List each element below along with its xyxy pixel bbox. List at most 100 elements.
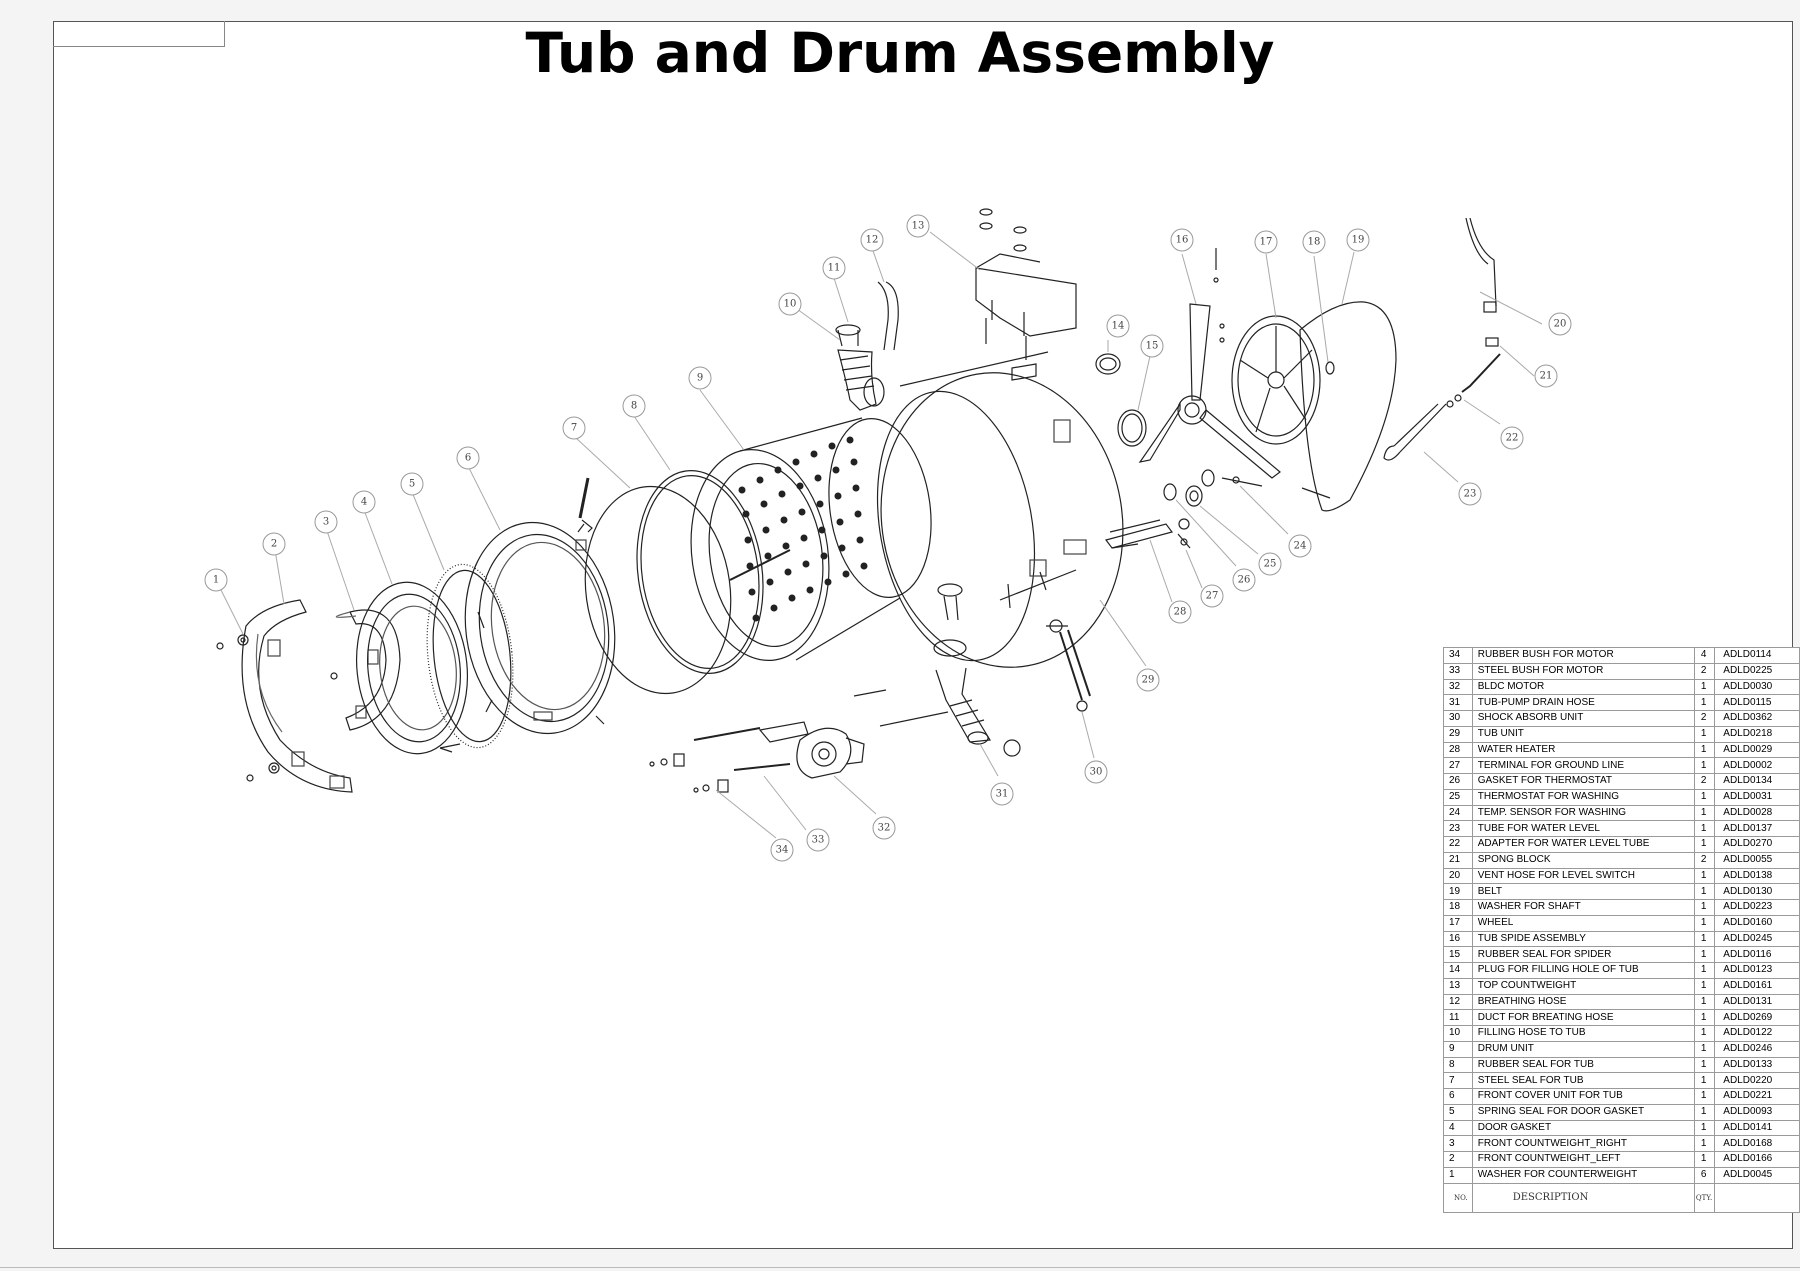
cell-no: 17 bbox=[1443, 914, 1473, 932]
cell-no: 33 bbox=[1443, 662, 1473, 680]
cell-description: THERMOSTAT FOR WASHING bbox=[1471, 788, 1695, 806]
cell-code: ADLD0002 bbox=[1714, 757, 1800, 774]
cell-description: TUBE FOR WATER LEVEL bbox=[1471, 820, 1695, 837]
cell-description: BELT bbox=[1471, 883, 1695, 900]
cell-no: 25 bbox=[1443, 788, 1473, 806]
callout-1: 1 bbox=[204, 568, 228, 592]
cell-description: TEMP. SENSOR FOR WASHING bbox=[1471, 804, 1695, 822]
header-code bbox=[1714, 1182, 1800, 1213]
cell-description: PLUG FOR FILLING HOLE OF TUB bbox=[1471, 962, 1695, 979]
cell-code: ADLD0168 bbox=[1714, 1135, 1800, 1152]
part-top-countweight bbox=[975, 208, 1077, 360]
cell-qty: 1 bbox=[1693, 741, 1716, 759]
part-tub-spider bbox=[1138, 248, 1281, 479]
callout-26: 26 bbox=[1232, 568, 1256, 592]
part-level-adapter bbox=[1446, 353, 1501, 408]
svg-text:9: 9 bbox=[697, 373, 703, 384]
part-level-tube bbox=[1383, 403, 1447, 461]
cell-description: WASHER FOR COUNTERWEIGHT bbox=[1471, 1166, 1695, 1184]
callout-5: 5 bbox=[400, 472, 424, 496]
part-front-countweight-right bbox=[330, 609, 401, 731]
svg-text:27: 27 bbox=[1206, 591, 1219, 602]
cell-no: 2 bbox=[1443, 1151, 1473, 1168]
part-front-cover bbox=[464, 521, 616, 735]
part-plug-filling-hole bbox=[1095, 353, 1121, 375]
svg-text:7: 7 bbox=[571, 423, 577, 434]
cell-description: BREATHING HOSE bbox=[1471, 993, 1695, 1011]
svg-text:34: 34 bbox=[776, 845, 789, 856]
callout-13: 13 bbox=[906, 214, 930, 238]
cell-qty: 1 bbox=[1693, 962, 1716, 979]
cell-code: ADLD0221 bbox=[1714, 1088, 1800, 1105]
cell-qty: 1 bbox=[1693, 1088, 1716, 1105]
cell-no: 10 bbox=[1443, 1025, 1473, 1042]
cell-qty: 1 bbox=[1693, 757, 1716, 774]
cell-code: ADLD0028 bbox=[1714, 804, 1800, 822]
part-rubber-seal-spider bbox=[1117, 409, 1147, 447]
svg-text:13: 13 bbox=[912, 221, 925, 232]
cell-qty: 1 bbox=[1693, 977, 1716, 995]
cell-description: SPRING SEAL FOR DOOR GASKET bbox=[1471, 1103, 1695, 1121]
callout-15: 15 bbox=[1140, 334, 1164, 358]
part-thermostat bbox=[1185, 485, 1203, 507]
svg-text:6: 6 bbox=[465, 453, 471, 464]
part-water-heater bbox=[1104, 518, 1190, 549]
cell-code: ADLD0133 bbox=[1714, 1056, 1800, 1074]
part-steel-bush bbox=[693, 727, 791, 771]
title-block-corner bbox=[53, 21, 225, 47]
svg-text:33: 33 bbox=[812, 835, 825, 846]
callout-10: 10 bbox=[778, 292, 802, 316]
cell-no: 3 bbox=[1443, 1135, 1473, 1152]
svg-text:28: 28 bbox=[1174, 607, 1187, 618]
cell-description: TERMINAL FOR GROUND LINE bbox=[1471, 757, 1695, 774]
cell-qty: 1 bbox=[1693, 1135, 1716, 1152]
cell-code: ADLD0141 bbox=[1714, 1119, 1800, 1137]
cell-description: WASHER FOR SHAFT bbox=[1471, 899, 1695, 916]
cell-qty: 1 bbox=[1693, 820, 1716, 837]
svg-text:3: 3 bbox=[323, 517, 329, 528]
cell-code: ADLD0123 bbox=[1714, 962, 1800, 979]
cell-qty: 1 bbox=[1693, 1009, 1716, 1026]
cell-no: 6 bbox=[1443, 1088, 1473, 1105]
cell-code: ADLD0362 bbox=[1714, 710, 1800, 727]
svg-text:2: 2 bbox=[271, 539, 277, 550]
cell-qty: 1 bbox=[1693, 930, 1716, 948]
callout-2: 2 bbox=[262, 532, 286, 556]
cell-description: ADAPTER FOR WATER LEVEL TUBE bbox=[1471, 836, 1695, 853]
cell-no: 14 bbox=[1443, 962, 1473, 979]
cell-qty: 1 bbox=[1693, 788, 1716, 806]
callout-21: 21 bbox=[1534, 364, 1558, 388]
cell-code: ADLD0138 bbox=[1714, 867, 1800, 885]
callout-28: 28 bbox=[1168, 600, 1192, 624]
part-tub-unit bbox=[876, 351, 1124, 668]
part-filling-hose bbox=[837, 349, 885, 411]
part-thermostat-gasket bbox=[1163, 483, 1177, 501]
cell-description: STEEL BUSH FOR MOTOR bbox=[1471, 662, 1695, 680]
cell-no: 22 bbox=[1443, 836, 1473, 853]
cell-no: 30 bbox=[1443, 710, 1473, 727]
callout-33: 33 bbox=[806, 828, 830, 852]
part-front-countweight-left bbox=[241, 599, 353, 793]
cell-qty: 1 bbox=[1693, 678, 1716, 696]
cell-description: WATER HEATER bbox=[1471, 741, 1695, 759]
cell-qty: 6 bbox=[1693, 1166, 1716, 1184]
cell-qty: 1 bbox=[1693, 836, 1716, 853]
svg-text:17: 17 bbox=[1260, 237, 1273, 248]
part-wheel bbox=[1231, 315, 1321, 445]
cell-no: 11 bbox=[1443, 1009, 1473, 1026]
callout-16: 16 bbox=[1170, 228, 1194, 252]
cell-code: ADLD0122 bbox=[1714, 1025, 1800, 1042]
cell-no: 4 bbox=[1443, 1119, 1473, 1137]
